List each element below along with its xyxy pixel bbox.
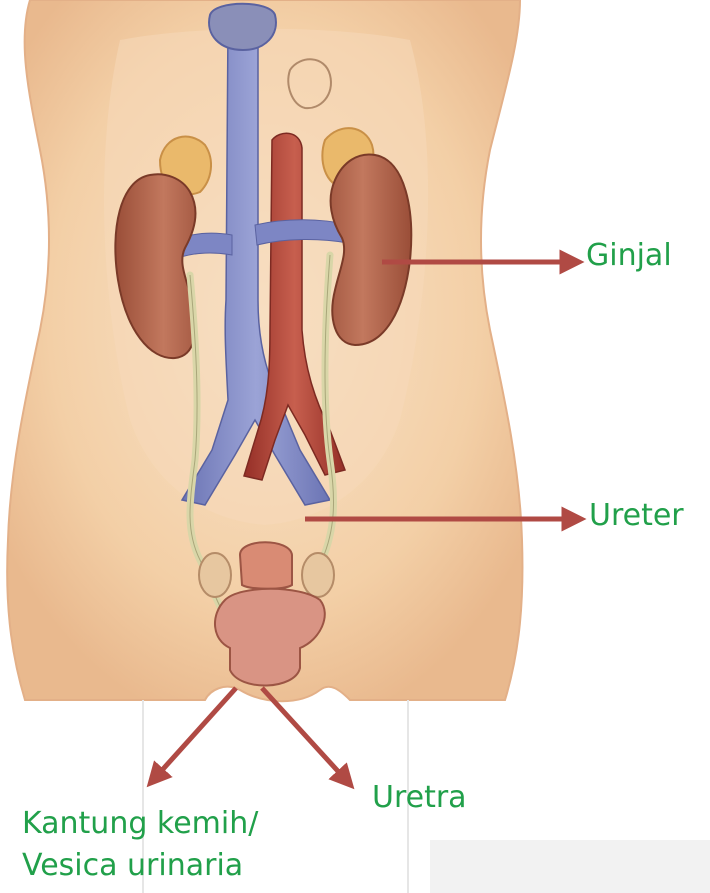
label-uretra: Uretra [372,780,467,816]
arrow-kantung-icon [155,688,236,778]
vena-cava-top [209,4,276,50]
uterus-top [240,542,292,589]
bottom-shade [430,840,710,893]
ovary-left [199,553,231,597]
label-ureter: Ureter [589,498,684,534]
label-kantung-kemih: Kantung kemih/ [22,806,258,842]
arrow-uretra-icon [262,688,346,780]
label-vesica-urinaria: Vesica urinaria [22,848,243,884]
ovary-right [302,553,334,597]
label-ginjal: Ginjal [586,238,672,274]
